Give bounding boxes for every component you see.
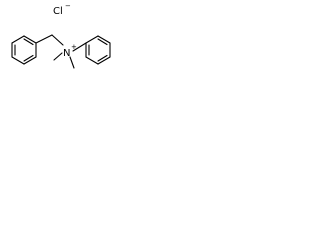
benzyl-ring-bond <box>11 35 25 44</box>
phenyl-ring <box>85 35 111 65</box>
ring-to-ch2-bond <box>35 34 53 44</box>
chloride-charge: − <box>65 2 71 10</box>
benzyl-double-bond <box>23 38 34 46</box>
benzyl-ring <box>11 35 37 65</box>
chloride-label: Cl <box>53 6 63 17</box>
nitrogen-charge: + <box>71 43 77 51</box>
phenyl-ring-bond <box>85 56 99 65</box>
benzyl-ring-bond <box>23 35 37 44</box>
benzyl-double-bond <box>23 54 34 62</box>
ch2-to-n-bond <box>51 34 64 46</box>
phenyl-ring-bond <box>97 35 111 44</box>
benzyl-ring-bond <box>11 56 25 65</box>
methyl-bond-left <box>53 52 63 61</box>
phenyl-ring-bond <box>97 56 111 65</box>
structure-diagram: Cl − N + <box>11 2 111 69</box>
phenyl-double-bond <box>97 38 108 46</box>
methyl-bond-down <box>69 56 75 69</box>
phenyl-ring-bond <box>85 35 99 44</box>
phenyl-double-bond <box>97 54 108 62</box>
n-to-phenyl-bond <box>72 42 87 52</box>
benzyl-ring-bond <box>23 56 37 65</box>
nitrogen-label: N <box>63 48 70 59</box>
